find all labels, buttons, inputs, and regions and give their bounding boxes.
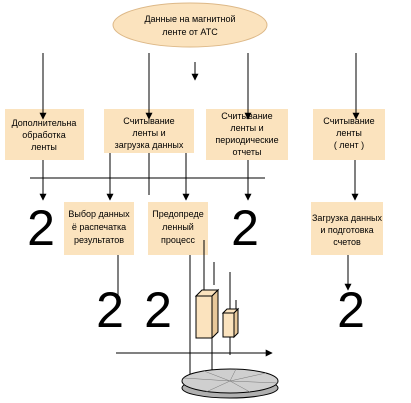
process-box-load-billing: Загрузка данных и подготовка счетов xyxy=(311,202,383,255)
box-6-line-2: ленный xyxy=(162,222,194,232)
box-3-line-3: периодические xyxy=(215,135,278,145)
box-3-line-2: ленты и xyxy=(230,123,263,133)
box-2-line-2: ленты и xyxy=(132,128,165,138)
disk-storage xyxy=(181,368,279,399)
box-6-line-3: процесс xyxy=(161,235,195,245)
box-2-line-1: Считывание xyxy=(123,116,174,126)
storage-bars xyxy=(194,288,240,340)
process-box-predefined: Предопреде ленный процесс xyxy=(148,202,208,255)
box-1-line-2: обработка xyxy=(22,130,65,140)
marker-2-a: 2 xyxy=(27,200,55,256)
box-7-line-1: Загрузка данных xyxy=(312,213,383,223)
process-box-select-print: Выбор данных ё распечатка результатов xyxy=(64,202,134,255)
box-5-line-2: ё распечатка xyxy=(72,222,126,232)
box-1-line-1: Дополнительна xyxy=(12,118,77,128)
box-4-line-3: ( лент ) xyxy=(334,140,364,150)
process-box-additional-processing: Дополнительна обработка ленты xyxy=(5,109,84,160)
source-node: Данные на магнитной ленте от АТС xyxy=(112,2,268,48)
marker-2-b: 2 xyxy=(231,200,259,256)
marker-2-c: 2 xyxy=(96,282,124,338)
box-3-line-4: отчеты xyxy=(233,147,262,157)
marker-2-d: 2 xyxy=(144,282,172,338)
box-5-line-3: результатов xyxy=(74,235,124,245)
box-7-line-2: и подготовка xyxy=(320,225,373,235)
source-line-2: ленте от АТС xyxy=(162,27,218,37)
box-2-line-3: загрузка данных xyxy=(115,140,184,150)
process-box-read-tapes: Считывание ленты ( лент ) xyxy=(313,109,385,160)
marker-2-e: 2 xyxy=(337,282,365,338)
box-6-line-1: Предопреде xyxy=(152,209,203,219)
box-7-line-3: счетов xyxy=(333,237,361,247)
box-5-line-1: Выбор данных xyxy=(68,209,130,219)
box-4-line-2: ленты xyxy=(336,128,362,138)
connector-lines xyxy=(30,53,360,375)
box-1-line-3: ленты xyxy=(31,142,57,152)
process-box-read-and-reports: Считывание ленты и периодические отчеты xyxy=(206,109,288,160)
box-3-line-1: Считывание xyxy=(221,111,272,121)
source-line-1: Данные на магнитной xyxy=(144,14,235,24)
box-4-line-1: Считывание xyxy=(323,116,374,126)
